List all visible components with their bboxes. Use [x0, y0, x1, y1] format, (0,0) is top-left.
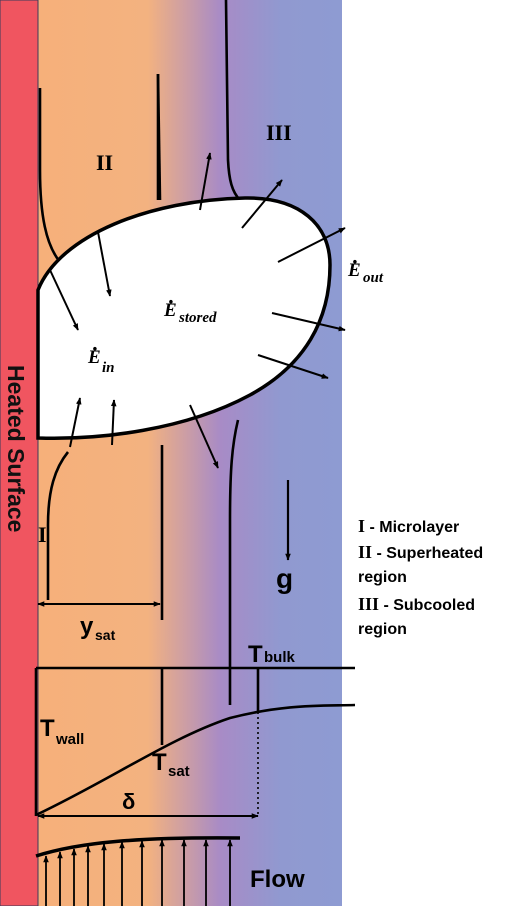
e-stored-label: · E stored [163, 289, 217, 326]
region-ii-label: II [96, 150, 113, 175]
e-out-sub: out [363, 270, 384, 286]
e-in-sub: in [102, 360, 115, 376]
legend-i: I - Microlayer [358, 516, 459, 536]
tbulk-main: T [248, 641, 263, 668]
streamline-microlayer [46, 451, 70, 600]
legend-i-num: I [358, 516, 365, 536]
heated-surface-label: Heated Surface [3, 365, 29, 532]
arrow-out-4 [271, 312, 346, 332]
e-in-label: · E in [87, 336, 115, 376]
profile-lines [34, 666, 356, 817]
e-in-dot: · [92, 336, 98, 361]
arrow-in-4 [110, 399, 117, 446]
legend-ii: II - Superheated [358, 542, 483, 562]
liquid-region [38, 0, 342, 906]
arrow-in-1 [49, 269, 79, 331]
e-stored-dot: · [168, 289, 174, 314]
legend-ii-line2: region [358, 569, 407, 586]
legend-iii: III - Subcooled [358, 594, 475, 614]
e-stored-sub: stored [178, 310, 217, 326]
arrow-out-6 [189, 404, 219, 469]
legend-i-text: - Microlayer [365, 519, 459, 536]
e-in-main: E [87, 347, 101, 368]
ysat-label: y sat [80, 613, 116, 643]
region-iii-label: III [266, 120, 292, 145]
heated-surface [0, 0, 39, 906]
ysat-sub: sat [95, 627, 116, 643]
flow-velocity-profile [35, 836, 241, 858]
legend-iii-line2: region [358, 621, 407, 638]
twall-main: T [40, 715, 55, 742]
e-out-dot: · [352, 249, 358, 274]
ysat-main: y [80, 613, 94, 640]
legend: I - Microlayer II - Superheated region I… [358, 516, 483, 638]
vapor-bubble [36, 196, 332, 440]
arrow-in-2 [97, 231, 112, 297]
arrow-out-5 [257, 354, 329, 379]
legend-iii-num: III [358, 594, 379, 614]
arrow-out-3 [277, 227, 346, 263]
arrow-in-3 [69, 397, 82, 448]
background-right [342, 0, 520, 906]
legend-ii-text: - Superheated [372, 545, 483, 562]
delta-label: δ [122, 789, 135, 814]
e-out-main: E [347, 260, 361, 281]
e-out-label: · E out [347, 249, 384, 286]
legend-iii-text: - Subcooled [379, 597, 475, 614]
tbulk-sub: bulk [264, 649, 295, 666]
tsat-main: T [152, 749, 167, 776]
flow-label: Flow [250, 866, 305, 893]
streamline-subcooled-lower [228, 419, 240, 705]
tbulk-label: T bulk [248, 641, 295, 668]
gravity-label: g [276, 563, 293, 594]
legend-ii-num: II [358, 542, 372, 562]
tsat-sub: sat [168, 763, 190, 780]
tsat-label: T sat [152, 749, 190, 780]
flow-arrows [43, 839, 233, 906]
energy-arrows [49, 152, 346, 469]
arrow-out-2 [241, 179, 283, 229]
region-i-label: I [38, 522, 47, 547]
twall-label: T wall [40, 715, 84, 748]
twall-sub: wall [55, 731, 84, 748]
streamline-superheated-left [38, 88, 62, 263]
temperature-profile-curve [35, 703, 356, 817]
arrow-out-1 [199, 152, 212, 211]
e-stored-main: E [163, 300, 177, 321]
